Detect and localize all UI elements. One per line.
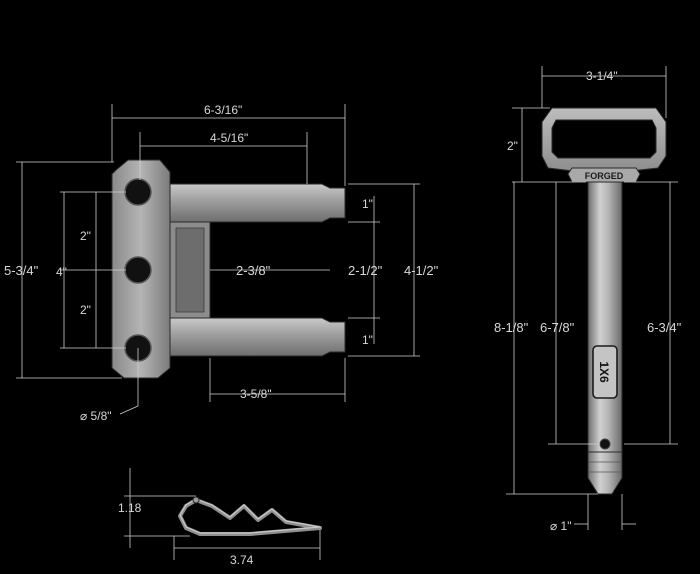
pin-usable-length: 6-7/8" bbox=[540, 320, 575, 335]
clevis-hole-span: 4" bbox=[56, 265, 67, 279]
clip-dimension-lines bbox=[124, 468, 321, 560]
clevis-prong-length: 3-5/8" bbox=[240, 387, 272, 401]
clip-wire bbox=[178, 498, 322, 536]
clevis-outer-span: 4-1/2" bbox=[404, 263, 439, 278]
clevis-prong-bottom: 1" bbox=[362, 333, 373, 347]
pin-shaft-label: 1X6 bbox=[597, 361, 611, 383]
clevis-hole-spacing-top: 2" bbox=[80, 229, 91, 243]
hitch-pin-view: FORGED 1X6 bbox=[494, 66, 682, 533]
hitch-clip-view: 1.18 3.74 bbox=[118, 468, 322, 567]
clevis-prong-top: 1" bbox=[362, 197, 373, 211]
pin-tip bbox=[587, 451, 623, 495]
clevis-dimension-labels: 6-3/16" 4-5/16" 5-3/4" 4" 2" 2" 1" 1" 2-… bbox=[4, 103, 439, 423]
clevis-view: 6-3/16" 4-5/16" 5-3/4" 4" 2" 2" 1" 1" 2-… bbox=[4, 103, 439, 423]
clevis-inner-gap: 2-1/2" bbox=[348, 263, 383, 278]
pin-handle-height: 2" bbox=[507, 139, 518, 153]
clevis-dimension-lines bbox=[16, 104, 420, 415]
pin-handle-width: 3-1/4" bbox=[586, 69, 618, 83]
pin-overall-length: 8-1/8" bbox=[494, 320, 529, 335]
pin-dimension-labels: 3-1/4" 2" 8-1/8" 6-7/8" 6-3/4" ⌀ 1" bbox=[494, 69, 682, 533]
clip-dimension-labels: 1.18 3.74 bbox=[118, 501, 254, 567]
pin-diameter: ⌀ 1" bbox=[550, 519, 572, 533]
clip-height: 1.18 bbox=[118, 501, 142, 515]
pin-shaft-length: 6-3/4" bbox=[647, 320, 682, 335]
pin-dimension-lines bbox=[506, 66, 678, 530]
pin-cross-hole bbox=[599, 438, 611, 450]
clevis-overall-height: 5-3/4" bbox=[4, 263, 39, 278]
clevis-top-prong bbox=[159, 183, 346, 223]
pin-label-plate bbox=[592, 345, 618, 399]
pin-collar-text: FORGED bbox=[585, 171, 624, 181]
pin-handle bbox=[541, 107, 667, 173]
clevis-holes bbox=[124, 178, 152, 362]
clevis-overall-width: 6-3/16" bbox=[204, 103, 242, 117]
clevis-hole-diameter: ⌀ 5/8" bbox=[80, 409, 112, 423]
clevis-inner-depth: 2-3/8" bbox=[236, 263, 271, 278]
clevis-bottom-prong bbox=[159, 317, 346, 357]
clevis-inner-width: 4-5/16" bbox=[210, 131, 248, 145]
pin-shaft bbox=[587, 181, 623, 453]
clevis-hole-spacing-bottom: 2" bbox=[80, 303, 91, 317]
clip-length: 3.74 bbox=[230, 553, 254, 567]
